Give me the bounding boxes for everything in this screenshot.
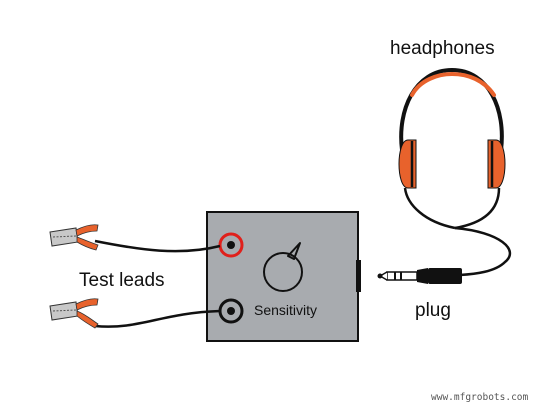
test-lead-clip-bottom [49,298,99,329]
headband [399,67,504,151]
headphone-cable-left [403,187,456,230]
watermark: www.mfgrobots.com [431,392,529,403]
red-lead-wire [94,239,221,253]
test-lead-clip-top [49,224,99,251]
right-ear-cup [487,139,506,189]
headphones-label: headphones [390,38,495,59]
sensitivity-knob [263,252,303,292]
clip-handle-lower [76,236,99,251]
red-input-jack-ring [218,232,244,258]
left-ear-cup [398,139,417,189]
clip-handle-lower [76,310,99,329]
black-lead-wire [94,309,221,328]
clip-handle-upper [75,224,99,237]
plug-label: plug [415,300,451,321]
black-input-jack-center [227,307,235,315]
headband-pad [410,71,496,97]
plug-tip-dot [377,273,383,279]
sensitivity-label: Sensitivity [254,302,317,318]
test-leads-label: Test leads [79,270,165,291]
headphone-jack [356,260,361,292]
red-input-jack-center [227,241,235,249]
plug [377,268,462,284]
knob-pointer [287,242,301,260]
detector-box: Sensitivity [206,211,361,342]
plug-body [428,268,462,284]
clip-handle-upper [75,298,99,311]
headphone-cable [454,226,512,277]
headphone-cable-right [454,187,501,230]
plug-collar [417,268,428,284]
headphones [398,67,512,277]
